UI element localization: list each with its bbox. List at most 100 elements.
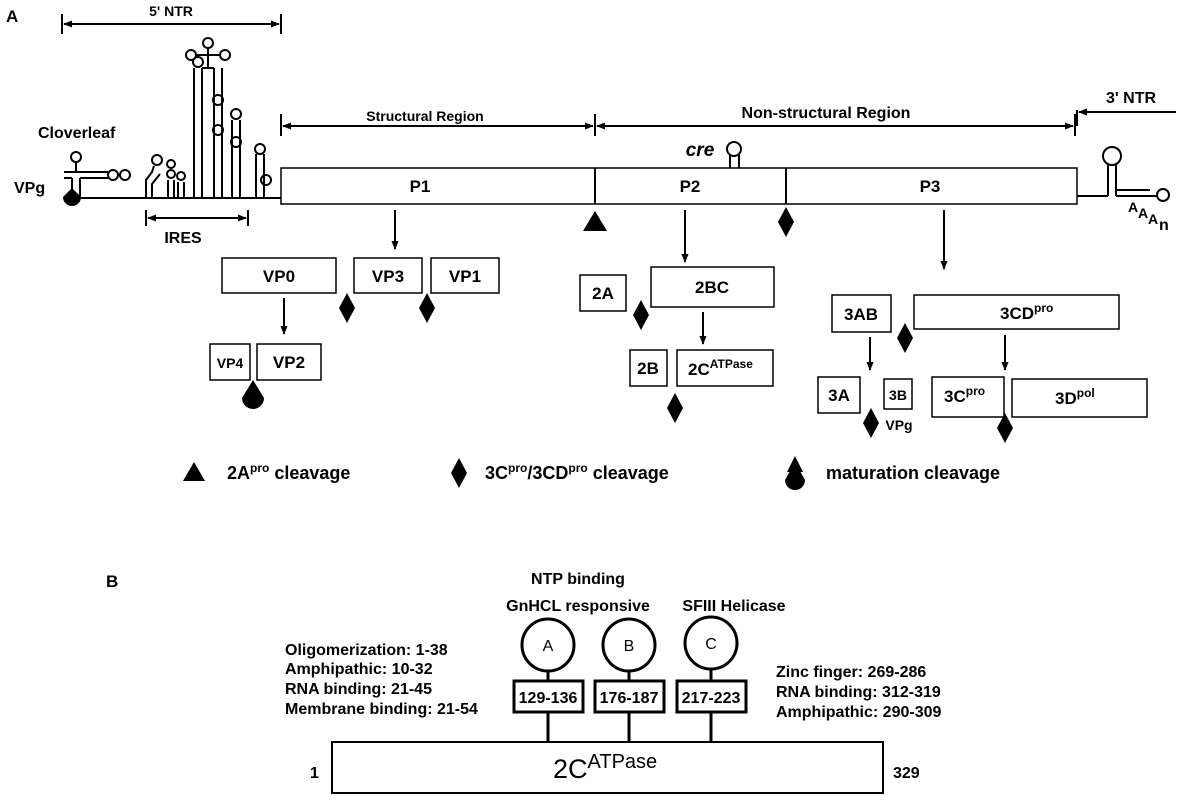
2a-label: 2A xyxy=(592,284,614,303)
nonstructural-region-span xyxy=(596,114,1076,136)
legend-2a-label: 2Apro cleavage xyxy=(227,461,350,483)
3d-box xyxy=(1011,378,1148,418)
ntr5-span xyxy=(61,14,282,34)
poly-a-1: A xyxy=(1128,199,1138,215)
3b-box xyxy=(883,378,913,410)
2c-box xyxy=(676,349,774,387)
vp1-label: VP1 xyxy=(449,267,481,286)
poly-a-2: A xyxy=(1138,205,1148,221)
legend-maturation-arrow-icon xyxy=(787,456,803,472)
cleavage-legend: 2Apro cleavage 3Cpro/3CDpro cleavage mat… xyxy=(183,456,1000,490)
vp3-box xyxy=(353,257,423,294)
2c-atpase-protein-label: 2CATPase xyxy=(553,751,657,784)
panel-a-label: A xyxy=(6,7,18,26)
vp0-vp3-cleavage-diamond-icon xyxy=(339,293,355,323)
ires-label: IRES xyxy=(164,230,202,247)
vpg-product-label: VPg xyxy=(885,417,912,433)
2bc-label: 2BC xyxy=(695,278,729,297)
ntr5-label: 5' NTR xyxy=(149,3,193,19)
protein-start-label: 1 xyxy=(310,765,319,782)
3ab-3cd-cleavage-diamond-icon xyxy=(897,323,913,353)
feature-right-3: Amphipathic: 290-309 xyxy=(776,704,941,721)
3a-3b-cleavage-diamond-icon xyxy=(863,408,879,438)
3a-label: 3A xyxy=(828,386,850,405)
vp0-box xyxy=(221,257,337,294)
cre-hairpin xyxy=(726,141,742,168)
panel-b-label: B xyxy=(106,572,118,591)
3c-cleavage-diamond-icon xyxy=(778,207,794,237)
nonstructural-region-label: Non-structural Region xyxy=(742,105,911,122)
motif-c xyxy=(675,615,748,742)
3b-label: 3B xyxy=(889,387,907,403)
ntr5-rna-structure xyxy=(64,37,281,199)
ntr3-label: 3' NTR xyxy=(1106,90,1156,107)
ntr3-span xyxy=(1076,108,1176,126)
3ab-label: 3AB xyxy=(844,305,878,324)
motif-label-ntp-binding: NTP binding xyxy=(531,571,625,588)
feature-left-3: RNA binding: 21-45 xyxy=(285,681,432,698)
feature-left-2: Amphipathic: 10-32 xyxy=(285,661,433,678)
legend-triangle-icon xyxy=(183,462,205,481)
vp3-label: VP3 xyxy=(372,267,404,286)
motif-c-range: 217-223 xyxy=(682,690,741,707)
structural-region-label: Structural Region xyxy=(366,108,483,124)
legend-maturation-icon xyxy=(785,462,805,490)
legend-3c-label: 3Cpro/3CDpro cleavage xyxy=(485,461,669,483)
motif-c-letter: C xyxy=(705,636,717,653)
motif-label-helicase: SFIII Helicase xyxy=(682,598,785,615)
poly-a-tail: A A A n xyxy=(1128,199,1169,234)
motif-b-range: 176-187 xyxy=(600,690,659,707)
motif-b xyxy=(593,617,666,742)
2bc-box xyxy=(650,266,775,308)
ntr3-rna-structure xyxy=(1077,146,1170,202)
3ab-box xyxy=(831,294,892,333)
motif-b-letter: B xyxy=(624,638,635,655)
3a-box xyxy=(817,376,861,414)
motif-a xyxy=(512,617,585,742)
vp0-label: VP0 xyxy=(263,267,295,286)
poly-a-3: A xyxy=(1148,211,1158,227)
3c-label: 3Cpro xyxy=(944,384,985,406)
maturation-cleavage-icon xyxy=(242,380,264,409)
vp2-box xyxy=(256,343,322,381)
3cd-label: 3CDpro xyxy=(1000,301,1053,323)
vp4-box xyxy=(209,343,251,381)
protein-end-label: 329 xyxy=(893,765,920,782)
2b-2c-cleavage-diamond-icon xyxy=(667,393,683,423)
feature-right-2: RNA binding: 312-319 xyxy=(776,684,941,701)
vp1-box xyxy=(430,257,500,294)
motif-label-gnhcl: GnHCL responsive xyxy=(506,598,650,615)
3c-3d-cleavage-diamond-icon xyxy=(997,413,1013,443)
vpg-label: VPg xyxy=(14,180,45,197)
polyprotein-bar xyxy=(280,167,1078,205)
3cd-box xyxy=(913,294,1120,330)
cre-label: cre xyxy=(686,140,715,161)
structural-region-span xyxy=(280,114,596,136)
feature-left-1: Oligomerization: 1-38 xyxy=(285,642,448,659)
2c-atpase-protein-bar xyxy=(331,741,884,794)
vp3-vp1-cleavage-diamond-icon xyxy=(419,293,435,323)
2b-box xyxy=(629,349,668,387)
2c-label: 2CATPase xyxy=(688,357,753,379)
polyprotein-p2-label: P2 xyxy=(680,177,701,196)
2b-label: 2B xyxy=(637,359,659,378)
polyprotein-p3-label: P3 xyxy=(920,177,941,196)
feature-right-1: Zinc finger: 269-286 xyxy=(776,664,926,681)
vp2-label: VP2 xyxy=(273,353,305,372)
legend-diamond-icon xyxy=(451,458,467,488)
cloverleaf-label: Cloverleaf xyxy=(38,125,116,142)
2a-box xyxy=(579,274,627,312)
3c-box xyxy=(931,376,1005,418)
feature-left-4: Membrane binding: 21-54 xyxy=(285,701,478,718)
polyprotein-p1-label: P1 xyxy=(410,177,431,196)
ires-span xyxy=(145,210,249,226)
legend-maturation-label: maturation cleavage xyxy=(826,463,1000,483)
motif-a-range: 129-136 xyxy=(519,690,578,707)
poly-a-n: n xyxy=(1159,217,1169,234)
2a-2bc-cleavage-diamond-icon xyxy=(633,300,649,330)
vp4-label: VP4 xyxy=(217,355,244,371)
motif-a-letter: A xyxy=(543,638,554,655)
2a-cleavage-triangle-icon xyxy=(583,211,607,231)
3d-label: 3Dpol xyxy=(1055,386,1095,408)
